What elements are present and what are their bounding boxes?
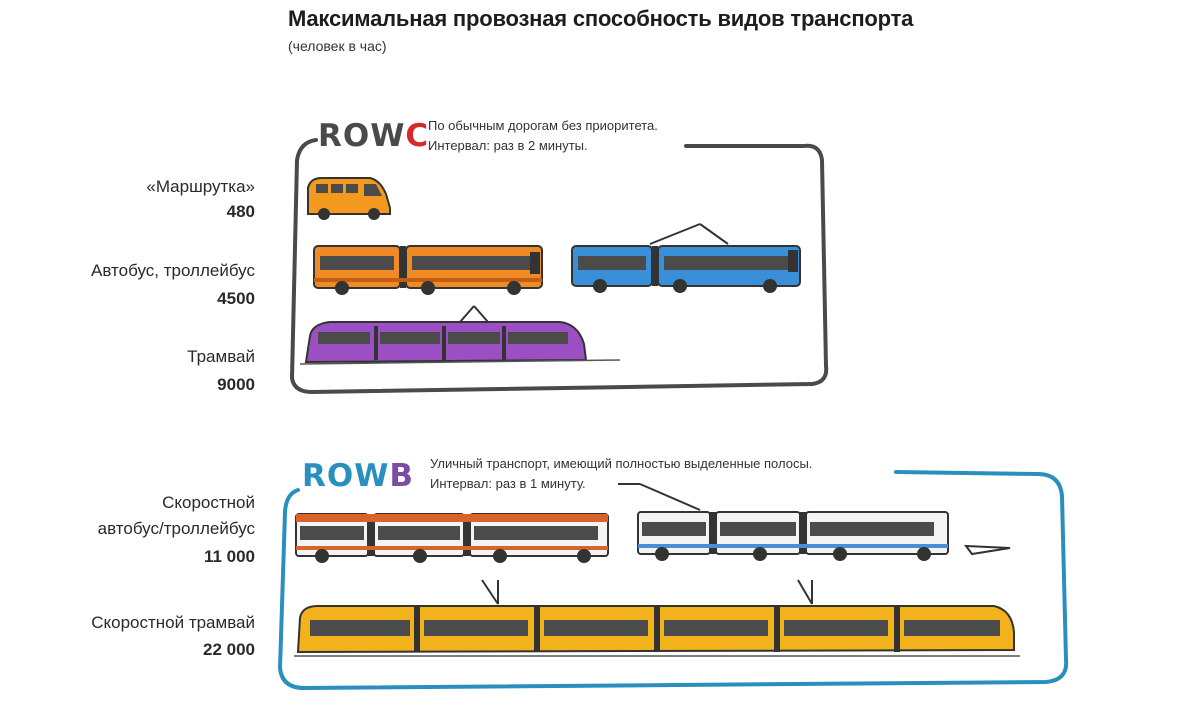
value-brt: 11 000	[203, 547, 255, 566]
value-tram: 9000	[217, 375, 255, 394]
row-b-note: Уличный транспорт, имеющий полностью выд…	[430, 454, 812, 494]
value-minibus: 480	[226, 202, 255, 221]
label-brt-line1: Скоростной	[162, 493, 255, 512]
label-fast-tram: Скоростной трамвай	[91, 613, 255, 632]
value-fast-tram: 22 000	[203, 640, 255, 659]
brt-bus-icon	[295, 513, 609, 563]
row-b-frame	[277, 470, 1069, 691]
row-c-tag-main: ROW	[318, 118, 406, 154]
row-c-note-line2: Интервал: раз в 2 минуты.	[428, 138, 588, 153]
row-c-note: По обычным дорогам без приоритета. Интер…	[428, 116, 658, 156]
page-title: Максимальная провозная способность видов…	[288, 6, 914, 31]
page-subtitle: (человек в час)	[288, 38, 387, 54]
row-c-tag: ROWC	[318, 118, 429, 154]
label-tram: Трамвай	[187, 347, 255, 366]
row-b-tag: ROWB	[302, 458, 414, 494]
bus-icon	[313, 245, 543, 295]
row-b-tag-letter: B	[389, 458, 415, 494]
row-b-note-line2: Интервал: раз в 1 минуту.	[430, 476, 586, 491]
row-b-note-line1: Уличный транспорт, имеющий полностью выд…	[430, 456, 813, 471]
brt-trolleybus-icon	[618, 483, 1011, 561]
row-c-frame	[289, 138, 829, 395]
tram-icon	[299, 305, 621, 365]
row-c-note-line1: По обычным дорогам без приоритета.	[428, 118, 658, 133]
trolleybus-icon	[571, 223, 801, 293]
row-c-tag-letter: C	[405, 118, 430, 154]
label-bus-trolleybus: Автобус, троллейбус	[91, 261, 255, 280]
row-b-tag-main: ROW	[302, 458, 390, 494]
minibus-icon	[307, 177, 391, 220]
value-bus-trolleybus: 4500	[217, 289, 255, 308]
fast-tram-icon	[294, 579, 1020, 657]
label-minibus: «Маршрутка»	[146, 177, 255, 196]
label-brt-line2: автобус/троллейбус	[97, 519, 255, 538]
